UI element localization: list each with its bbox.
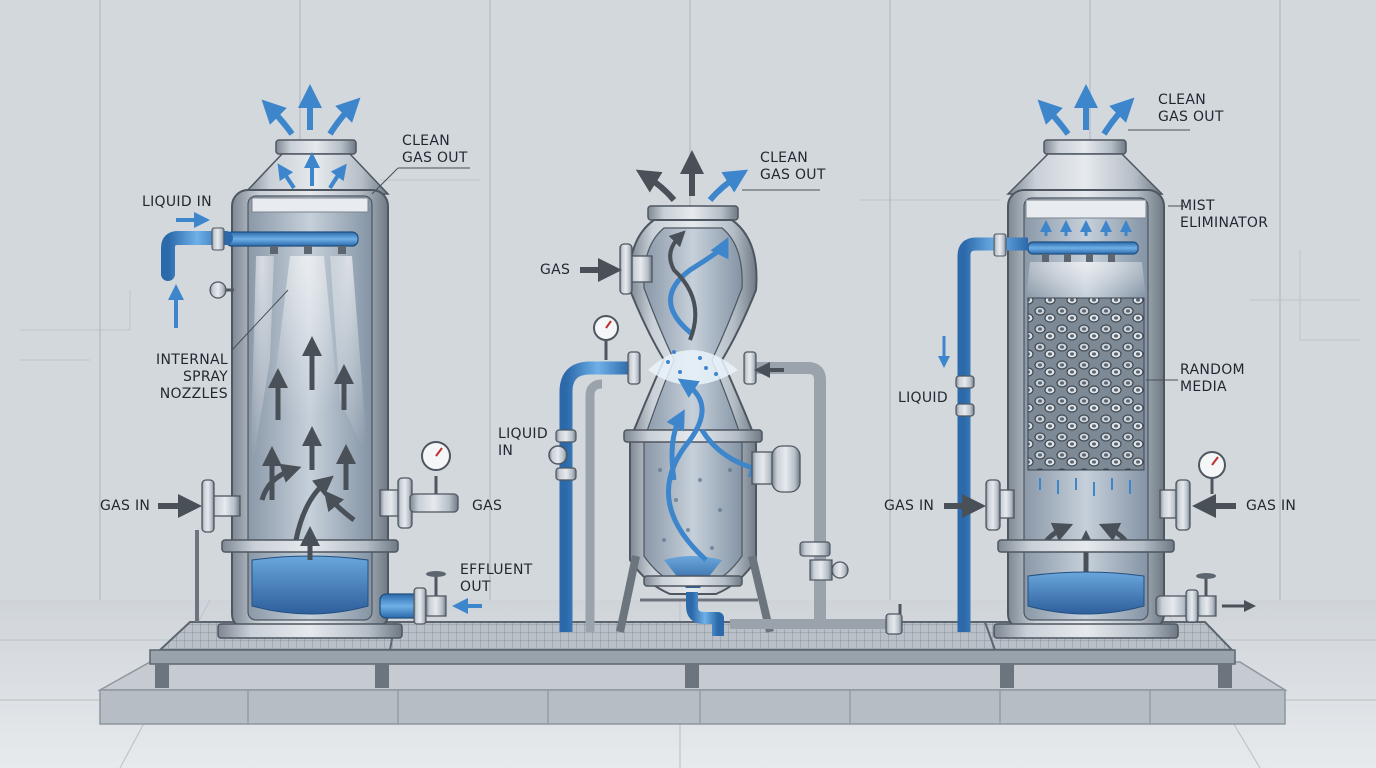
gas-in-flange-left — [201, 479, 215, 533]
packed-tower — [885, 84, 1256, 639]
top-mesh — [251, 197, 369, 213]
venturi-drain — [686, 592, 724, 636]
liquid-in-valve — [548, 445, 568, 465]
label-clean-gas-out-right: CLEAN GAS OUT — [1158, 92, 1224, 125]
packed-sump-water — [1027, 571, 1145, 615]
venturi-side-outlet — [771, 445, 801, 493]
sump-water — [251, 555, 369, 615]
gas-in-flange-right-right — [1175, 479, 1191, 531]
label-gas-left-outlet: GAS — [472, 498, 503, 514]
top-outlet-flange — [275, 139, 357, 155]
side-valve — [209, 281, 227, 299]
label-gas-in-right-right: GAS IN — [1246, 498, 1297, 514]
packed-top-flange — [1043, 139, 1127, 155]
venturi-top-flange — [647, 205, 739, 221]
distributor-pipe — [1027, 241, 1139, 255]
venturi-water — [664, 556, 722, 588]
liquid-feed-pipe-left — [559, 361, 630, 632]
label-gas-in-left: GAS IN — [100, 498, 151, 514]
label-clean-gas-out-left: CLEAN GAS OUT — [402, 133, 468, 166]
label-internal-spray-nozzles: INTERNAL SPRAY NOZZLES — [156, 352, 228, 402]
venturi-cutaway — [643, 227, 743, 585]
spray-nozzles — [270, 246, 346, 254]
label-liquid-in-left: LIQUID IN — [142, 194, 212, 210]
spray-tower — [158, 84, 482, 639]
venturi-scrubber — [548, 150, 900, 636]
label-effluent-out: EFFLUENT OUT — [460, 562, 533, 595]
label-gas-venturi: GAS — [540, 262, 571, 278]
label-mist-eliminator: MIST ELIMINATOR — [1180, 198, 1269, 231]
gas-flange-venturi — [619, 243, 633, 295]
clean-gas-arrows-right — [1037, 84, 1135, 136]
liquid-inlet-pipe — [161, 231, 233, 281]
internal-gas-arrows — [259, 336, 356, 560]
random-media-bed — [1027, 297, 1145, 471]
clean-gas-arrows-left — [261, 84, 361, 136]
spray-header-pipe — [225, 231, 359, 247]
liquid-supply-pipe — [957, 237, 1028, 632]
label-gas-in-right-left: GAS IN — [884, 498, 935, 514]
gas-in-flange-right-left — [985, 479, 1001, 531]
label-clean-gas-out-middle: CLEAN GAS OUT — [760, 150, 826, 183]
label-random-media: RANDOM MEDIA — [1180, 362, 1245, 395]
label-liquid-right: LIQUID — [898, 390, 948, 406]
mist-eliminator-pad — [1025, 199, 1147, 219]
label-liquid-in-middle: LIQUID IN — [498, 426, 548, 459]
